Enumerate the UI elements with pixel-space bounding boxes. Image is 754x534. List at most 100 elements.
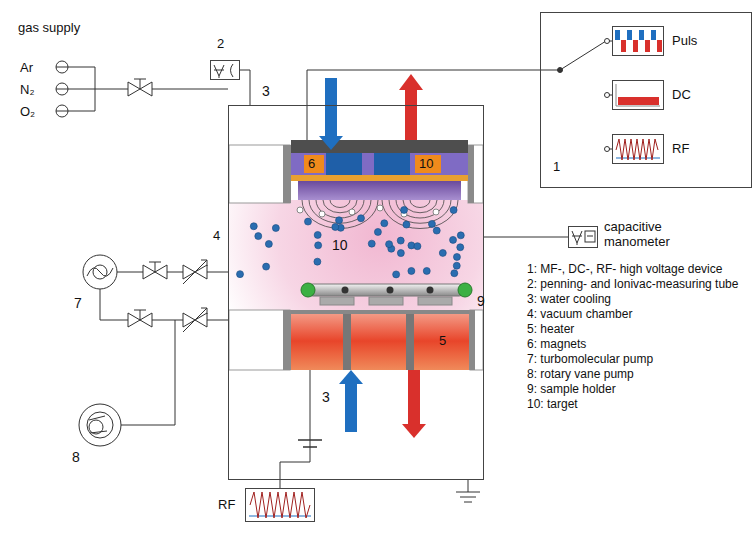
power-switch xyxy=(541,39,612,152)
atom-dot xyxy=(453,253,460,260)
pulse-mode: Puls xyxy=(612,26,722,56)
mode-label: RF xyxy=(672,141,689,156)
callout-number: 9 xyxy=(477,294,485,309)
power-supply-box: 1 PulsDC RF xyxy=(540,12,752,188)
heater-art xyxy=(229,310,483,370)
field-line xyxy=(396,200,444,218)
symbol-frame xyxy=(612,26,664,56)
dc-mode: DC xyxy=(612,80,722,110)
atom-dot xyxy=(401,206,408,213)
atom-dot xyxy=(381,220,388,227)
atom-dot xyxy=(450,207,457,214)
mode-label: DC xyxy=(672,87,691,102)
key-item: 6: magnets xyxy=(527,337,749,352)
mode-label: Puls xyxy=(672,33,697,48)
gas-lines xyxy=(56,61,228,117)
atom-dot xyxy=(397,237,404,244)
symbol-frame xyxy=(612,80,664,110)
atom-dot xyxy=(304,218,311,225)
atom-dot xyxy=(374,228,381,235)
atom-dot xyxy=(451,270,458,277)
gas-label: N₂ xyxy=(20,82,34,97)
wire xyxy=(240,70,250,105)
atom-dot xyxy=(265,240,272,247)
rf-mode: RF xyxy=(612,134,722,164)
key-item: 9: sample holder xyxy=(527,382,749,397)
ion-dot xyxy=(319,211,325,217)
wire xyxy=(484,237,568,238)
key-list: 1: MF-, DC-, RF- high voltage device2: p… xyxy=(527,262,749,412)
key-item: 7: turbomolecular pump xyxy=(527,352,749,367)
key-item: 1: MF-, DC-, RF- high voltage device xyxy=(527,262,749,277)
field-line xyxy=(309,200,371,223)
atom-dot xyxy=(439,249,446,256)
magnetic-field xyxy=(302,200,458,229)
gauge-box: 2 xyxy=(205,36,249,84)
atom-dot xyxy=(403,221,410,228)
water-cooling xyxy=(319,74,426,438)
callout-number: 10 xyxy=(332,238,348,253)
atom-dot xyxy=(457,244,464,251)
atom-dot xyxy=(314,258,321,265)
ion-dot xyxy=(377,205,383,211)
callout-number: 3 xyxy=(262,84,270,99)
ion-dot xyxy=(297,207,303,213)
atom-dot xyxy=(386,241,393,248)
atom-dot xyxy=(433,227,440,234)
callout-number: 1 xyxy=(553,159,560,174)
plasma xyxy=(229,200,483,310)
field-line xyxy=(403,200,437,213)
key-item: 8: rotary vane pump xyxy=(527,367,749,382)
atom-dot xyxy=(263,263,270,270)
symbol-frame xyxy=(612,134,664,164)
callout-number: 6 xyxy=(308,156,315,171)
atom-dot xyxy=(314,231,321,238)
callout-number: 8 xyxy=(72,450,80,465)
atom-dot xyxy=(397,250,404,257)
atom-dot xyxy=(457,232,464,239)
callout-number: 2 xyxy=(217,36,224,51)
atom-dot xyxy=(414,243,421,250)
callout-number: 7 xyxy=(74,296,82,311)
atom-dot xyxy=(450,236,457,243)
callout-number: 4 xyxy=(213,228,220,243)
atom-dot xyxy=(250,223,257,230)
manometer-box: capacitive manometer xyxy=(568,226,680,256)
atom-dot xyxy=(255,233,262,240)
sample-holder-art xyxy=(301,283,472,305)
pump-lines xyxy=(79,255,228,446)
symbol-frame xyxy=(210,60,240,80)
atom-dot xyxy=(453,262,460,269)
heater-block: 5 xyxy=(291,312,469,370)
supply-label: RF xyxy=(218,497,235,512)
field-line xyxy=(410,200,430,208)
atom-dot xyxy=(393,271,400,278)
key-item: 2: penning- and Ionivac-measuring tube xyxy=(527,277,749,292)
atom-dot xyxy=(368,240,375,247)
atom-dot xyxy=(332,223,339,230)
atom-dot xyxy=(237,271,244,278)
symbol-frame xyxy=(245,488,315,522)
key-item: 4: vacuum chamber xyxy=(527,307,749,322)
ground-symbol xyxy=(456,480,480,502)
atom-dot xyxy=(423,267,430,274)
ion-dot xyxy=(349,209,355,215)
vacuum-chamber: 46105 xyxy=(228,105,484,480)
atom-dot xyxy=(357,215,364,222)
target-assembly-art xyxy=(229,140,483,203)
symbol-frame xyxy=(568,226,598,248)
wire xyxy=(307,70,540,140)
field-line xyxy=(316,200,364,218)
field-line xyxy=(330,200,350,208)
callout-number: 5 xyxy=(439,333,446,348)
target-assembly: 610 xyxy=(291,140,468,200)
callout-number: 3 xyxy=(322,390,330,405)
atom-dot xyxy=(315,242,322,249)
device-label: capacitive manometer xyxy=(604,219,680,249)
atom-dot xyxy=(408,267,415,274)
gas-label: Ar xyxy=(20,60,33,75)
atom-dot xyxy=(272,225,279,232)
section-label: gas supply xyxy=(18,20,80,35)
